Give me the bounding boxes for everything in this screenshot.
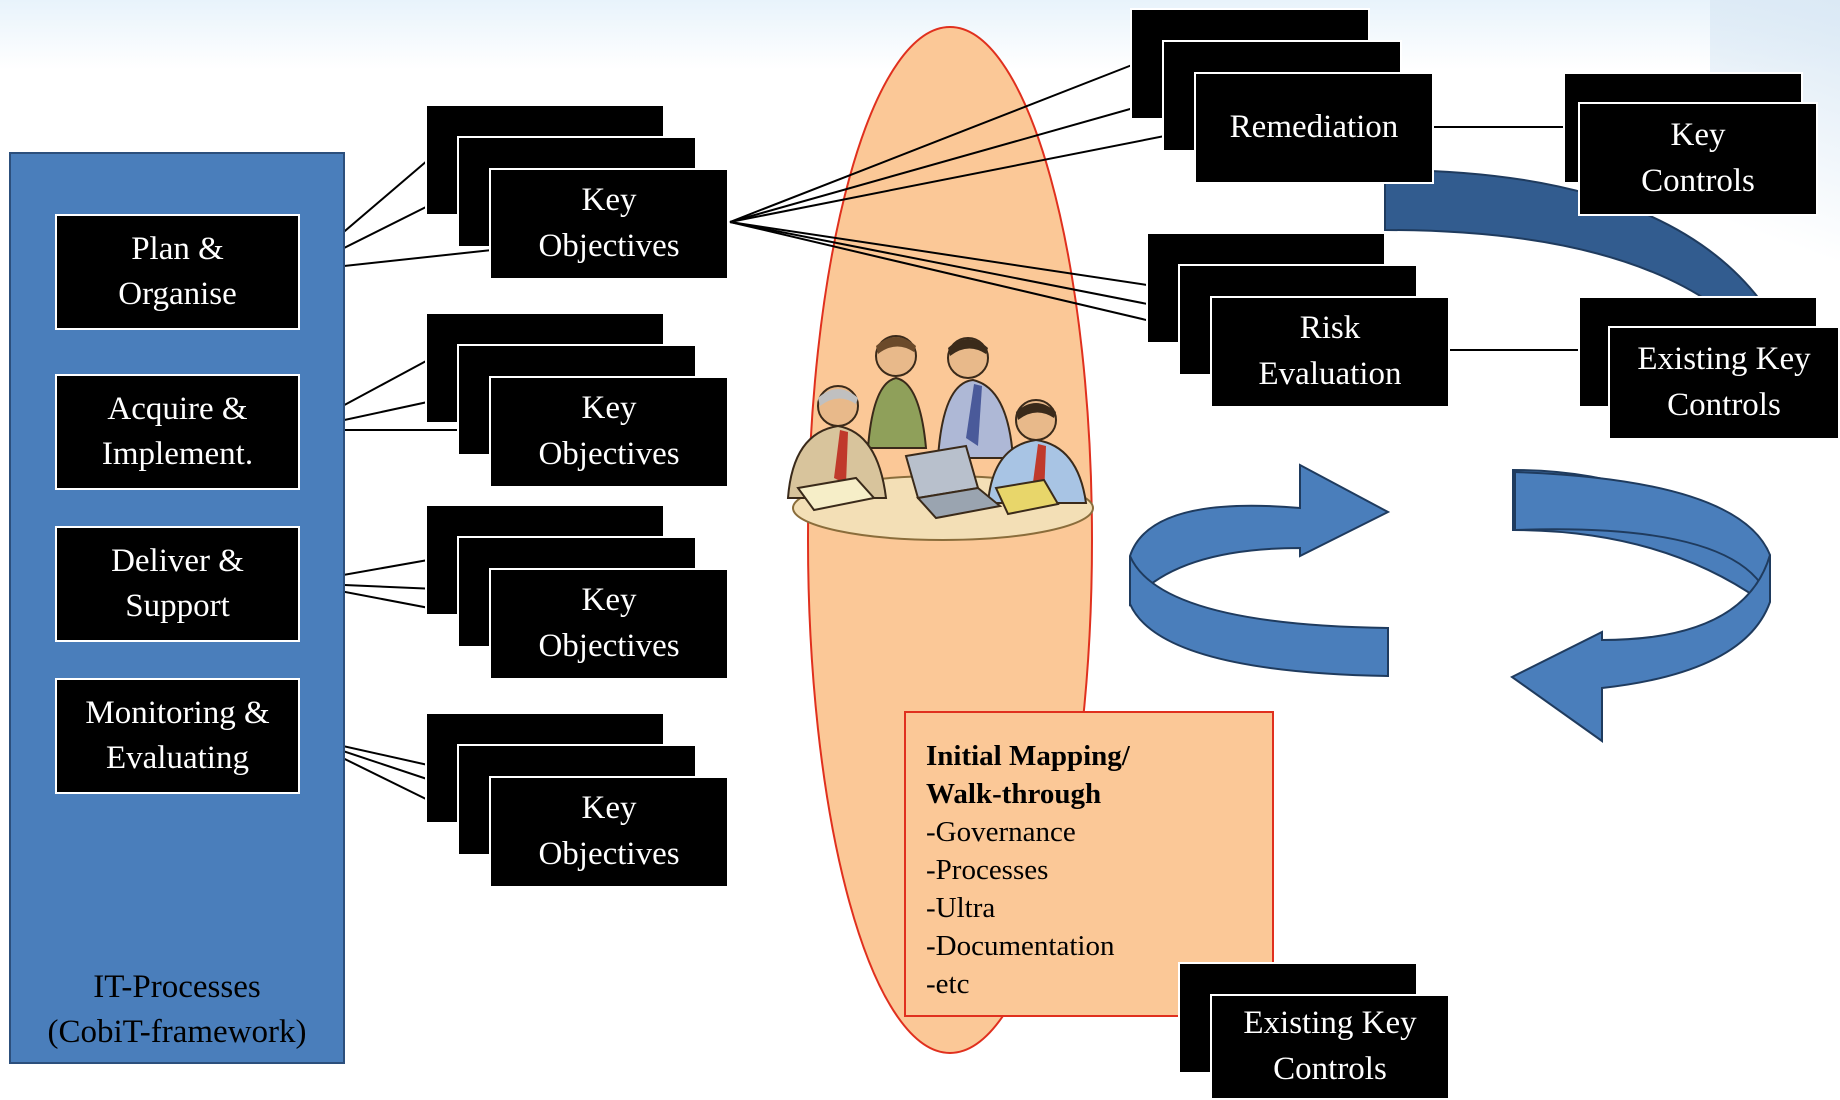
team-meeting-illustration: [786, 335, 1094, 541]
note-item: -Documentation: [926, 930, 1115, 962]
panel-caption-line2: (CobiT-framework): [47, 1013, 307, 1050]
remediation-label: Remediation: [1229, 109, 1399, 146]
existing-controls-line1: Existing Key: [1243, 1005, 1417, 1042]
objective-line1: Key: [581, 390, 637, 427]
remediation-card[interactable]: Remediation: [1194, 72, 1434, 184]
note-item: -etc: [926, 968, 970, 1000]
process-line2: Support: [125, 588, 230, 624]
arrow-left-band: [1129, 463, 1391, 607]
panel-caption: IT-Processes (CobiT-framework): [9, 965, 345, 1055]
note-item: -Ultra: [926, 892, 996, 924]
key-controls-line2: Controls: [1641, 163, 1755, 199]
note-title-line1: Initial Mapping/: [926, 740, 1130, 772]
arrow-left-base: [1129, 555, 1389, 678]
objective-line1: Key: [581, 182, 637, 219]
risk-line2: Evaluation: [1258, 356, 1402, 392]
process-line2: Implement.: [101, 436, 254, 472]
objective-line2: Objectives: [538, 628, 680, 664]
process-monitoring-evaluating[interactable]: Monitoring & Evaluating: [55, 678, 300, 794]
process-line1: Acquire &: [107, 391, 248, 428]
objective-line2: Objectives: [538, 228, 680, 264]
note-title-line2: Walk-through: [926, 778, 1102, 810]
process-line1: Plan &: [131, 231, 224, 268]
process-plan-organise[interactable]: Plan & Organise: [55, 214, 300, 330]
existing-controls-line2: Controls: [1667, 387, 1781, 423]
process-line2: Evaluating: [106, 740, 249, 776]
process-line2: Organise: [118, 276, 237, 312]
existing-controls-line2: Controls: [1273, 1051, 1387, 1087]
process-line1: Monitoring &: [85, 695, 270, 732]
process-acquire-implement[interactable]: Acquire & Implement.: [55, 374, 300, 490]
initial-mapping-note: Initial Mapping/ Walk-through -Governanc…: [904, 711, 1274, 1017]
objective-line2: Objectives: [538, 436, 680, 472]
key-controls-line1: Key: [1670, 117, 1726, 154]
note-item: -Processes: [926, 854, 1049, 886]
objective-line1: Key: [581, 582, 637, 619]
process-deliver-support[interactable]: Deliver & Support: [55, 526, 300, 642]
note-item: -Governance: [926, 816, 1076, 848]
existing-controls-line1: Existing Key: [1637, 341, 1811, 378]
objective-line1: Key: [581, 790, 637, 827]
process-line1: Deliver &: [111, 543, 244, 580]
arrow-right-base: [1510, 554, 1771, 743]
objective-line2: Objectives: [538, 836, 680, 872]
panel-caption-line1: IT-Processes: [93, 969, 261, 1005]
risk-line1: Risk: [1299, 310, 1361, 347]
